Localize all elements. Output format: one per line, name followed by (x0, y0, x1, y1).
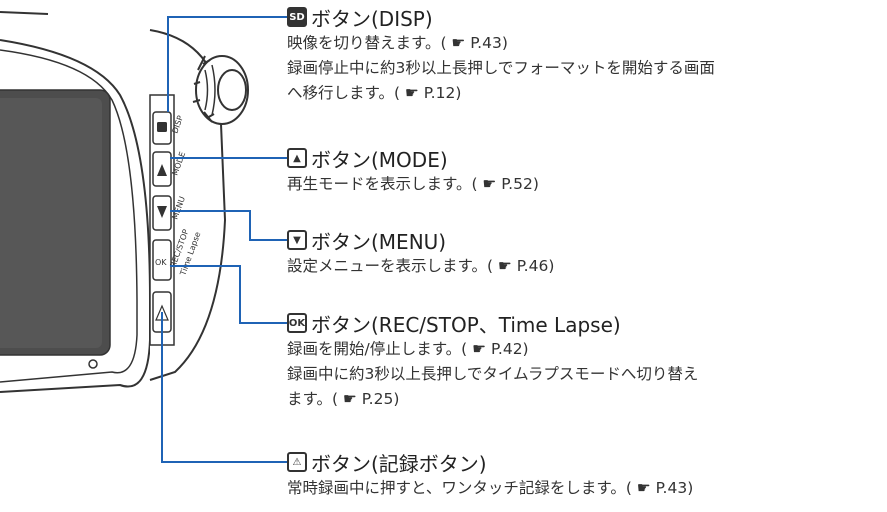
leader-disp (167, 16, 287, 112)
callout-mode-line-1: 再生モードを表示します。( ☛ P.52) (287, 175, 539, 193)
callout-ok: OK ボタン(REC/STOP、Time Lapse) 録画を開始/停止します。… (287, 309, 698, 412)
callout-warning: ⚠ ボタン(記録ボタン) 常時録画中に押すと、ワンタッチ記録をします。( ☛ P… (287, 448, 693, 501)
leader-ok (170, 265, 287, 324)
ok-key-icon: OK (287, 313, 307, 333)
callout-warning-line-1: 常時録画中に押すと、ワンタッチ記録をします。( ☛ P.43) (287, 479, 694, 497)
ok-button (152, 239, 172, 281)
callout-menu-line-1: 設定メニューを表示します。( ☛ P.46) (287, 257, 555, 275)
callout-mode-title: ボタン(MODE) (311, 147, 448, 172)
callout-menu: ▼ ボタン(MENU) 設定メニューを表示します。( ☛ P.46) (287, 226, 554, 279)
callout-ok-line-3: ます。( ☛ P.25) (287, 390, 400, 408)
down-triangle-key-icon: ▼ (287, 230, 307, 250)
callout-menu-title: ボタン(MENU) (311, 229, 447, 254)
callout-disp-line-3: へ移行します。( ☛ P.12) (287, 84, 462, 102)
callout-disp: SD ボタン(DISP) 映像を切り替えます。( ☛ P.43) 録画停止中に約… (287, 3, 715, 106)
dashcam-illustration: DISP MODE MENU REC/STOP Time Lapse OK (0, 11, 287, 463)
leader-menu (170, 210, 287, 241)
callout-menu-heading: ▼ ボタン(MENU) (287, 226, 554, 254)
callout-mode-heading: ▲ ボタン(MODE) (287, 144, 539, 172)
callout-ok-heading: OK ボタン(REC/STOP、Time Lapse) (287, 309, 698, 337)
callout-warning-title: ボタン(記録ボタン) (311, 451, 487, 476)
leader-lines (161, 16, 287, 463)
callout-ok-title: ボタン(REC/STOP、Time Lapse) (311, 312, 621, 337)
callout-disp-heading: SD ボタン(DISP) (287, 3, 715, 31)
sd-key-icon: SD (287, 7, 307, 27)
callout-ok-line-1: 録画を開始/停止します。( ☛ P.42) (287, 340, 529, 358)
side-buttons (152, 111, 172, 333)
callout-disp-title: ボタン(DISP) (311, 6, 433, 31)
callout-disp-line-1: 映像を切り替えます。( ☛ P.43) (287, 34, 508, 52)
callout-warning-heading: ⚠ ボタン(記録ボタン) (287, 448, 693, 476)
warning-key-icon: ⚠ (287, 452, 307, 472)
callout-mode: ▲ ボタン(MODE) 再生モードを表示します。( ☛ P.52) (287, 144, 539, 197)
callout-disp-line-2: 録画停止中に約3秒以上長押しでフォーマットを開始する画面 (287, 59, 715, 77)
up-triangle-key-icon: ▲ (287, 148, 307, 168)
callout-ok-line-2: 録画中に約3秒以上長押しでタイムラプスモードへ切り替え (287, 365, 699, 383)
leader-warning (161, 312, 287, 463)
ok-key-glyph: OK (155, 258, 167, 267)
knob-dial (192, 55, 249, 125)
